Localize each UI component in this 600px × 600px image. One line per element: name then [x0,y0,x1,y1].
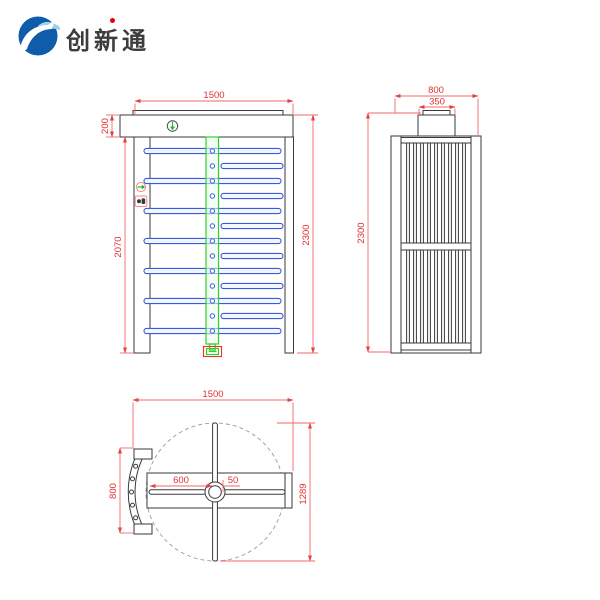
side-mid-rail [400,242,472,251]
dim-plan-depth: 800 [108,483,119,499]
logo-mark-icon [18,16,61,56]
front-right-post [284,136,294,354]
dim-plan-hub: 50 [228,475,239,486]
side-bottom-rail [400,342,472,351]
side-top-rail [400,137,472,144]
direction-indicator-icon [166,120,179,132]
plan-left-arm [148,489,207,495]
side-cap-plate [422,110,451,116]
dim-plan-arm-length: 600 [173,475,189,486]
dim-front-width: 1500 [203,90,224,101]
plan-right-arm [222,489,286,495]
plan-dimensions: 1500 800 600 50 1289 [108,389,315,562]
side-cap-box [417,114,456,138]
dim-plan-swing: 1289 [298,483,309,504]
dim-front-body-height: 2070 [113,236,124,257]
passage-arrow-icon [135,181,147,193]
dim-side-cap-width: 350 [429,97,445,108]
company-logo: 创新通 [14,12,234,60]
dim-plan-width: 1500 [202,389,223,400]
floor-anchor-outline [202,345,223,358]
dim-side-total-height: 2300 [356,222,367,243]
card-reader-icon [134,195,148,207]
company-name: 创新通 [66,27,150,55]
front-view: 1500 200 2070 2300 [100,90,318,358]
plan-view: 1500 800 600 50 1289 [108,389,315,562]
hub-inner-circle [208,485,222,499]
front-left-post [133,136,151,354]
dim-side-depth: 800 [428,85,444,96]
guide-wall [127,448,153,535]
side-dimensions: 800 350 2300 [356,85,479,353]
dim-front-header-height: 200 [100,118,111,134]
dim-front-total-height: 2300 [301,224,312,245]
side-view: 800 350 2300 [356,85,482,354]
front-header-box [119,114,294,138]
front-dimensions: 1500 200 2070 2300 [100,90,318,354]
rotor-column [202,136,223,358]
front-top-plate [132,110,284,116]
logo-accent-dot [110,18,115,23]
